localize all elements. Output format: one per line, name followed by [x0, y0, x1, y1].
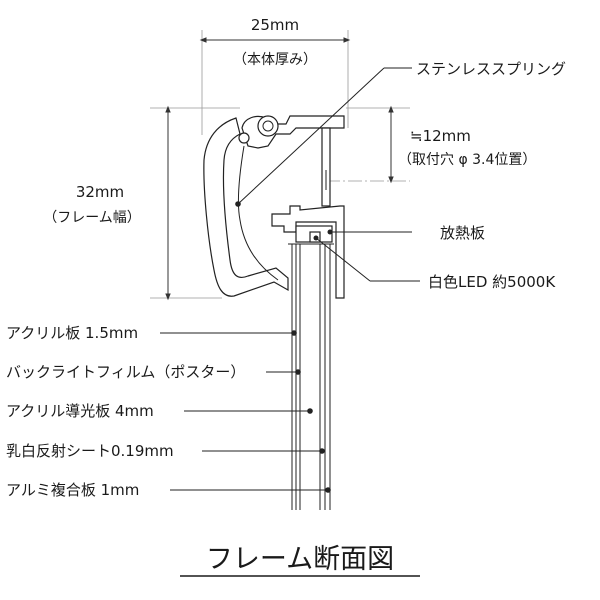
composite-label: アルミ複合板 1mm — [6, 481, 139, 499]
width-dimension — [199, 30, 351, 135]
hole-value-label: ≒12mm — [410, 127, 471, 145]
lightguide-label: アクリル導光板 4mm — [6, 402, 154, 420]
composite-leader — [170, 487, 331, 493]
height-note-label: （フレーム幅） — [43, 210, 141, 226]
hole-dimension — [326, 105, 410, 184]
spring-label: ステンレススプリング — [416, 60, 566, 78]
film-label: バックライトフィルム（ポスター） — [6, 363, 245, 381]
film-leader — [266, 369, 301, 375]
hole-note-label: （取付穴 φ 3.4位置） — [398, 152, 536, 168]
sheet-leader — [202, 448, 325, 454]
height-dimension — [150, 105, 240, 301]
spring-leader — [235, 67, 412, 207]
width-note-label: （本体厚み） — [233, 52, 317, 68]
acrylic-label: アクリル板 1.5mm — [6, 324, 138, 342]
diagram-title: フレーム断面図 — [206, 544, 394, 575]
acrylic-leader — [160, 330, 297, 336]
frame-profile — [203, 115, 345, 299]
heatsink-label: 放熱板 — [440, 224, 485, 242]
panel-layers — [288, 243, 334, 510]
lightguide-leader — [184, 408, 313, 414]
width-value-label: 25mm — [251, 16, 299, 34]
led-label: 白色LED 約5000K — [428, 273, 556, 291]
sheet-label: 乳白反射シート0.19mm — [6, 442, 174, 460]
height-value-label: 32mm — [76, 183, 124, 201]
led-leader — [315, 237, 420, 282]
